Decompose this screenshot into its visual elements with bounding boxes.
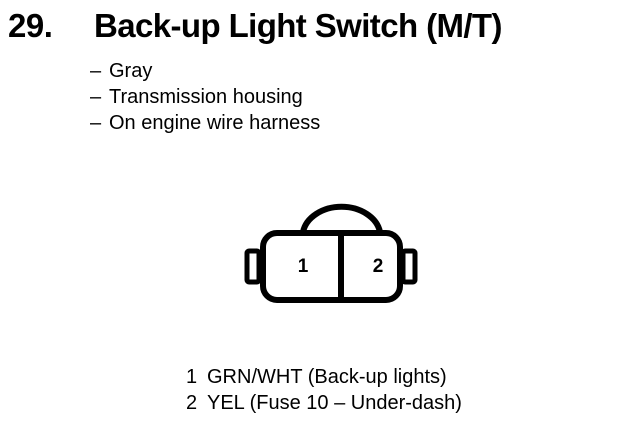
connector-diagram: 1 2: [236, 196, 426, 312]
spec-item-location: – Transmission housing: [90, 84, 520, 110]
legend-row: 1 GRN/WHT (Back-up lights): [186, 364, 586, 390]
legend-pin-number: 1: [186, 366, 198, 388]
pin-legend: 1 GRN/WHT (Back-up lights) 2 YEL (Fuse 1…: [186, 364, 586, 416]
left-locking-tab-icon: [244, 248, 262, 285]
dash-bullet-icon: –: [90, 112, 102, 134]
spec-item-label: On engine wire harness: [109, 112, 321, 134]
pin-number-2: 2: [373, 256, 384, 277]
spec-item-color: – Gray: [90, 58, 520, 84]
page-header: 29. Back-up Light Switch (M/T): [0, 6, 624, 48]
connector-body: [260, 230, 403, 303]
spec-item-harness: – On engine wire harness: [90, 110, 520, 136]
latch-arch-icon: [300, 203, 383, 233]
spec-item-label: Gray: [109, 60, 153, 82]
pin-number-1: 1: [298, 256, 309, 277]
item-number: 29.: [8, 7, 53, 44]
page-title: Back-up Light Switch (M/T): [94, 7, 502, 44]
connector-svg: 1 2: [244, 203, 418, 303]
right-locking-tab-icon: [400, 248, 418, 285]
legend-pin-description: GRN/WHT (Back-up lights): [207, 366, 447, 388]
legend-row: 2 YEL (Fuse 10 – Under-dash): [186, 390, 586, 416]
dash-bullet-icon: –: [90, 86, 102, 108]
dash-bullet-icon: –: [90, 60, 102, 82]
spec-item-label: Transmission housing: [109, 86, 303, 108]
spec-list: – Gray – Transmission housing – On engin…: [90, 58, 520, 136]
legend-pin-description: YEL (Fuse 10 – Under-dash): [207, 392, 462, 414]
legend-pin-number: 2: [186, 392, 198, 414]
